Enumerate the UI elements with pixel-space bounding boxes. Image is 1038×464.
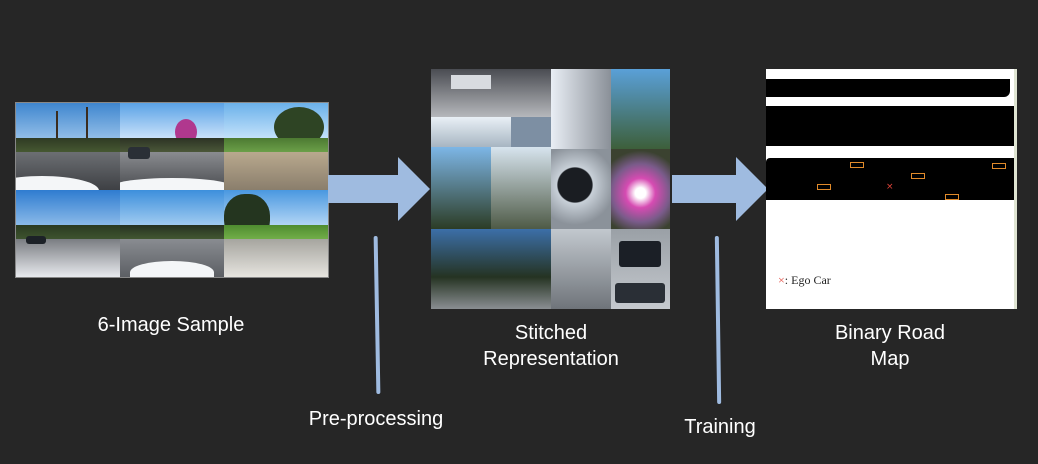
camera-image-back-left [16,190,120,277]
road-band [766,106,1014,146]
preprocessing-label: Pre-processing [308,408,444,430]
camera-image-back [120,190,224,277]
roadmap-caption-line1: Binary Road [834,322,946,344]
training-pointer [714,235,722,405]
ego-car-marker-icon: × [886,182,894,192]
six-image-sample [15,102,329,278]
camera-image-back-right [224,190,328,277]
roadmap-caption: Binary Road Map [790,320,990,372]
binary-road-map-image: × ×: Ego Car [766,69,1014,309]
road-band [766,79,1010,97]
vehicle-box [992,163,1006,169]
stitched-caption: Stitched Representation [451,320,651,372]
ego-car-legend-label: : Ego Car [784,273,831,287]
ego-car-legend-marker: × [778,273,785,287]
vehicle-box [945,194,959,200]
training-label: Training [684,416,756,438]
arrow-right-icon [328,157,430,221]
road-band [766,158,1014,200]
vehicle-box [817,184,831,190]
road-map-legend: ×: Ego Car [778,273,831,288]
camera-image-front-right [224,103,328,190]
stitched-representation-image [431,69,670,309]
preprocessing-pointer [373,235,381,395]
arrow-right-icon [672,157,768,221]
vehicle-box [850,162,864,168]
camera-image-front-left [16,103,120,190]
vehicle-box [911,173,925,179]
camera-image-front [120,103,224,190]
stitched-caption-line2: Representation [483,348,619,370]
sample-caption: 6-Image Sample [97,314,245,336]
roadmap-caption-line2: Map [870,348,910,370]
road-map-edge [1014,69,1017,309]
stitched-caption-line1: Stitched [514,322,588,344]
